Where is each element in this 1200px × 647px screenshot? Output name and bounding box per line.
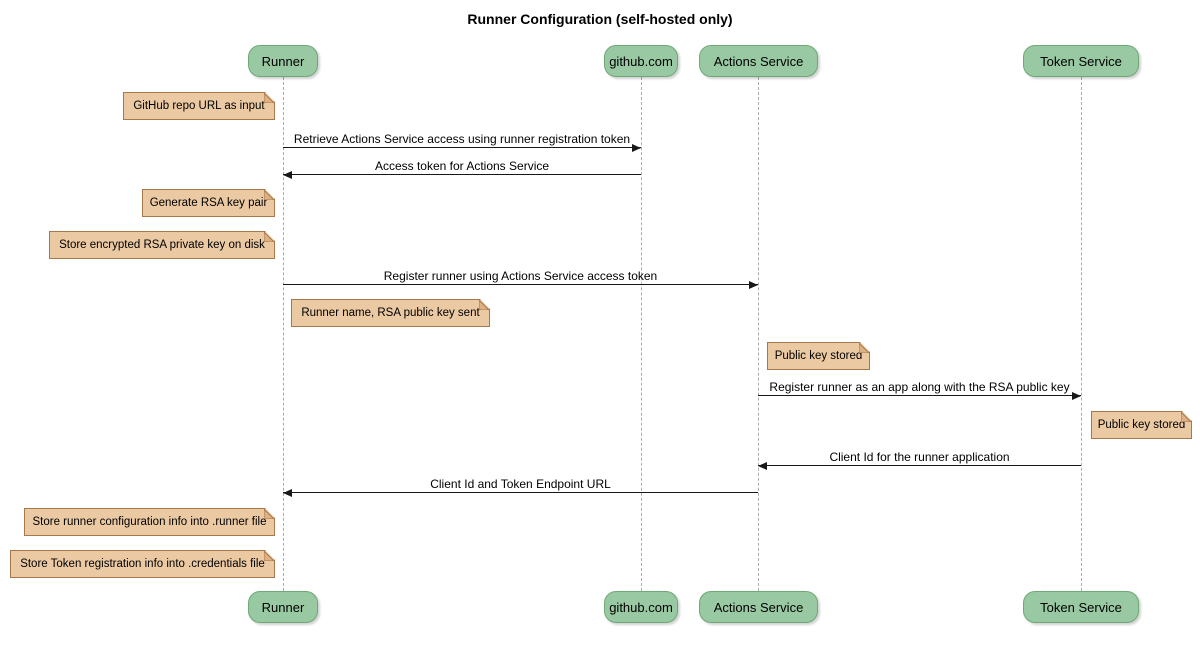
note-fold-icon: [859, 343, 869, 353]
note-fold-icon: [479, 300, 489, 310]
message-register-runner-as-app: Register runner as an app along with the…: [758, 380, 1081, 400]
note-text: Store Token registration info into .cred…: [20, 558, 265, 570]
note-fold-icon: [264, 93, 274, 103]
note-fold-icon: [264, 509, 274, 519]
message-label: Register runner using Actions Service ac…: [383, 269, 658, 283]
note-public-key-stored-token-service: Public key stored: [1091, 411, 1192, 439]
note-text: Public key stored: [774, 350, 863, 362]
message-line: [283, 489, 758, 497]
arrowhead-right-icon: [632, 144, 641, 152]
participant-actions-service-bottom: Actions Service: [699, 591, 818, 623]
note-fold-icon: [264, 232, 274, 242]
lifeline-github-com: [641, 77, 642, 591]
message-label: Client Id for the runner application: [829, 450, 1010, 464]
diagram-title: Runner Configuration (self-hosted only): [467, 11, 733, 27]
message-label: Client Id and Token Endpoint URL: [430, 477, 611, 491]
participant-token-service-bottom: Token Service: [1023, 591, 1139, 623]
message-line: [283, 144, 641, 152]
participant-github-com-top: github.com: [604, 45, 678, 77]
participant-runner-bottom: Runner: [248, 591, 318, 623]
note-text: Store encrypted RSA private key on disk: [59, 239, 265, 251]
note-text: Generate RSA key pair: [149, 197, 268, 209]
message-label: Access token for Actions Service: [374, 159, 550, 173]
participant-token-service-top: Token Service: [1023, 45, 1139, 77]
participant-github-com-bottom: github.com: [604, 591, 678, 623]
note-store-runner-configuration: Store runner configuration info into .ru…: [24, 508, 275, 536]
note-fold-icon: [264, 190, 274, 200]
message-line: [758, 392, 1081, 400]
note-store-token-registration: Store Token registration info into .cred…: [10, 550, 275, 578]
arrowhead-left-icon: [758, 462, 767, 470]
note-github-repo-url: GitHub repo URL as input: [123, 92, 275, 120]
arrowhead-left-icon: [283, 171, 292, 179]
note-text: Store runner configuration info into .ru…: [32, 516, 267, 528]
note-fold-icon: [1181, 412, 1191, 422]
arrowhead-right-icon: [1072, 392, 1081, 400]
note-text: Runner name, RSA public key sent: [301, 307, 480, 319]
message-client-id-for-runner-app: Client Id for the runner application: [758, 450, 1081, 470]
note-store-encrypted-rsa-private-key: Store encrypted RSA private key on disk: [49, 231, 275, 259]
note-text: Public key stored: [1097, 419, 1186, 431]
message-label: Retrieve Actions Service access using ru…: [293, 132, 631, 146]
message-line: [758, 462, 1081, 470]
participant-runner-top: Runner: [248, 45, 318, 77]
note-public-key-stored-actions-service: Public key stored: [767, 342, 870, 370]
message-client-id-and-token-endpoint: Client Id and Token Endpoint URL: [283, 477, 758, 497]
message-line: [283, 281, 758, 289]
note-text: GitHub repo URL as input: [133, 100, 265, 112]
message-register-runner: Register runner using Actions Service ac…: [283, 269, 758, 289]
arrowhead-left-icon: [283, 489, 292, 497]
lifeline-actions-service: [758, 77, 759, 591]
lifeline-runner: [283, 77, 284, 591]
participant-actions-service-top: Actions Service: [699, 45, 818, 77]
note-fold-icon: [264, 551, 274, 561]
message-retrieve-actions-service-access: Retrieve Actions Service access using ru…: [283, 132, 641, 152]
note-generate-rsa-key-pair: Generate RSA key pair: [142, 189, 275, 217]
arrowhead-right-icon: [749, 281, 758, 289]
note-runner-name-rsa-public-key: Runner name, RSA public key sent: [291, 299, 490, 327]
message-label: Register runner as an app along with the…: [769, 380, 1070, 394]
message-access-token: Access token for Actions Service: [283, 159, 641, 179]
message-line: [283, 171, 641, 179]
lifeline-token-service: [1081, 77, 1082, 591]
